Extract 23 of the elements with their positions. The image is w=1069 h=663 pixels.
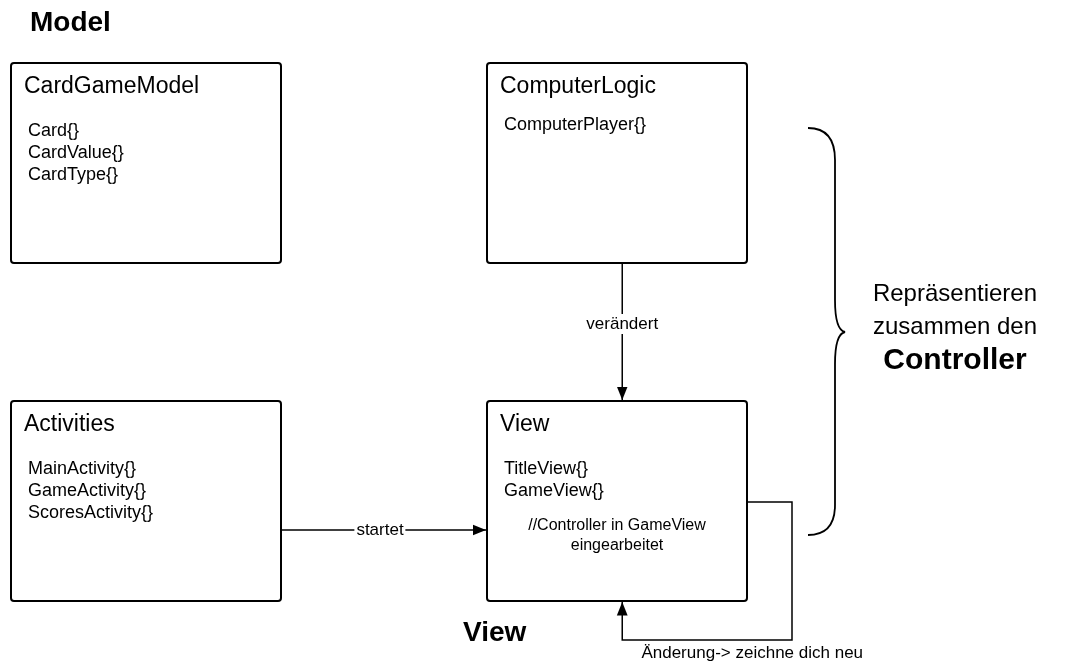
edge-label: verändert (584, 314, 661, 334)
class-name: GameView{} (504, 479, 604, 501)
class-box (10, 400, 282, 602)
class-name: GameActivity{} (28, 479, 147, 501)
class-name: TitleView{} (504, 457, 589, 479)
arrow (616, 501, 793, 641)
box-title: Activities (24, 410, 115, 437)
class-box (486, 62, 748, 264)
class-name: CardValue{} (28, 141, 124, 163)
note-text: //Controller in GameView eingearbeitet (527, 515, 707, 555)
class-name: Card{} (28, 119, 80, 141)
box-title: View (500, 410, 550, 437)
class-name: ScoresActivity{} (28, 501, 154, 523)
box-title: ComputerLogic (500, 72, 656, 99)
class-name: ComputerPlayer{} (504, 113, 647, 135)
section-title: View (463, 616, 527, 648)
class-box (486, 400, 748, 602)
class-name: MainActivity{} (28, 457, 137, 479)
class-box (10, 62, 282, 264)
bracket-note: Repräsentieren zusammen den Controller (871, 278, 1039, 377)
section-title: Model (30, 6, 111, 38)
class-name: CardType{} (28, 163, 119, 185)
box-title: CardGameModel (24, 72, 200, 99)
